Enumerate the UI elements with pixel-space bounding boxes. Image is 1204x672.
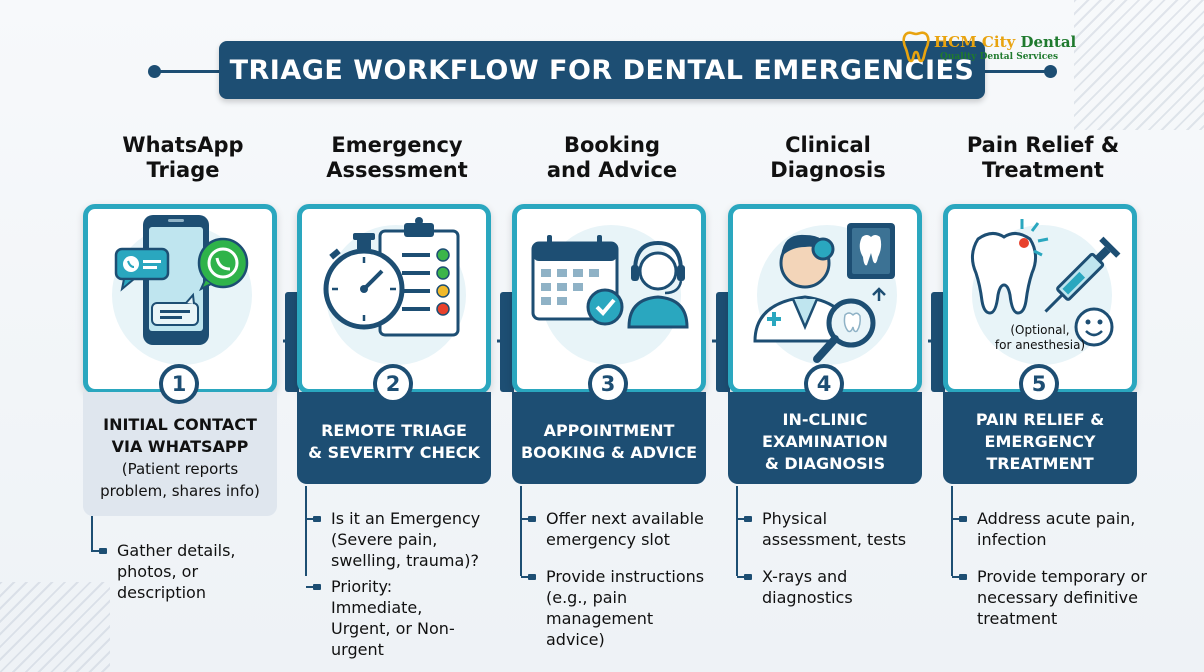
step-number: 4 — [804, 364, 844, 404]
step-number: 3 — [588, 364, 628, 404]
step-bullets: Physical assessment, tests X-rays and di… — [732, 486, 942, 608]
smartphone-whatsapp-icon — [114, 215, 249, 345]
bullet-item: Address acute pain, infection — [947, 508, 1137, 550]
logo-name: HCM City Dental — [934, 33, 1077, 51]
step-connector-bar — [285, 292, 299, 392]
step-connector-bar — [931, 292, 945, 392]
calendar-headset-icon — [531, 235, 689, 329]
bullet-item: Is it an Emergency (Severe pain, swellin… — [301, 508, 481, 571]
clinic-logo: HCM City Dental Quality Dental Services — [900, 30, 1080, 70]
step-illustration-card — [297, 204, 491, 394]
dentist-xray-icon — [753, 223, 895, 363]
step-bullets: Gather details, photos, or description — [87, 516, 297, 603]
tooth-syringe-icon — [971, 219, 1121, 347]
title-dot-right — [1044, 65, 1057, 78]
step-illustration-card — [512, 204, 706, 394]
tooth-logo-icon — [902, 31, 930, 63]
step-number: 2 — [373, 364, 413, 404]
step-number: 5 — [1019, 364, 1059, 404]
step-label: APPOINTMENT BOOKING & ADVICE — [512, 392, 706, 484]
bullet-item: Provide temporary or necessary definitiv… — [947, 566, 1152, 629]
bullet-item: Provide instructions (e.g., pain managem… — [516, 566, 716, 650]
step-label: INITIAL CONTACT VIA WHATSAPP (Patient re… — [83, 392, 277, 516]
decorative-hatch-top-right — [1074, 0, 1204, 130]
stopwatch-checklist-icon — [323, 217, 460, 337]
page-title: TRIAGE WORKFLOW FOR DENTAL EMERGENCIES — [229, 54, 975, 86]
decorative-hatch-bottom-left — [0, 582, 110, 672]
step-bullets: Offer next available emergency slot Prov… — [516, 486, 726, 650]
step-5: Pain Relief &Treatment (Optional, f — [931, 0, 1157, 672]
step-connector-bar — [716, 292, 730, 392]
step-bullets: Is it an Emergency (Severe pain, swellin… — [301, 486, 511, 660]
step-number: 1 — [159, 364, 199, 404]
title-dot-left — [148, 65, 161, 78]
step-label: PAIN RELIEF & EMERGENCY TREATMENT — [943, 392, 1137, 484]
title-line-right — [980, 70, 1050, 73]
bullet-item: Priority: Immediate, Urgent, or Non-urge… — [301, 576, 486, 660]
title-line-left — [155, 70, 225, 73]
bullet-item: Physical assessment, tests — [732, 508, 912, 550]
step-header: Pain Relief &Treatment — [966, 133, 1120, 182]
card-note: (Optional, for anesthesia) — [994, 323, 1086, 352]
bullet-item: Offer next available emergency slot — [516, 508, 706, 550]
step-bullets: Address acute pain, infection Provide te… — [947, 486, 1157, 629]
step-connector-bar — [500, 292, 514, 392]
bullet-item: X-rays and diagnostics — [732, 566, 892, 608]
step-illustration-card: (Optional, for anesthesia) — [943, 204, 1137, 394]
logo-tagline: Quality Dental Services — [940, 52, 1059, 62]
step-illustration-card — [728, 204, 922, 394]
title-banner: TRIAGE WORKFLOW FOR DENTAL EMERGENCIES — [219, 41, 985, 99]
step-label: IN-CLINIC EXAMINATION & DIAGNOSIS — [728, 392, 922, 484]
bullet-item: Gather details, photos, or description — [87, 540, 252, 603]
step-label: REMOTE TRIAGE & SEVERITY CHECK — [297, 392, 491, 484]
